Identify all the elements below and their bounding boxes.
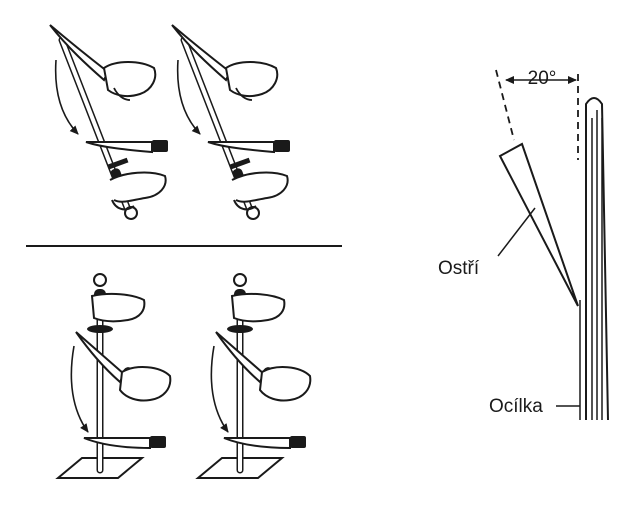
method-air-illustration-2 xyxy=(172,25,290,219)
angle-label: 20° xyxy=(528,68,557,89)
blade-wedge xyxy=(498,142,579,307)
method-board-illustration-2 xyxy=(198,274,310,478)
angle-detail: 20° Ostří Ocílka xyxy=(438,68,609,421)
blade-axis-dashed xyxy=(495,69,515,141)
blade-leader-line xyxy=(497,207,536,257)
blade-label: Ostří xyxy=(438,258,480,279)
method-board-illustration-1 xyxy=(58,274,170,478)
method-air-illustration-1 xyxy=(50,25,168,219)
steel-label: Ocílka xyxy=(489,396,543,417)
